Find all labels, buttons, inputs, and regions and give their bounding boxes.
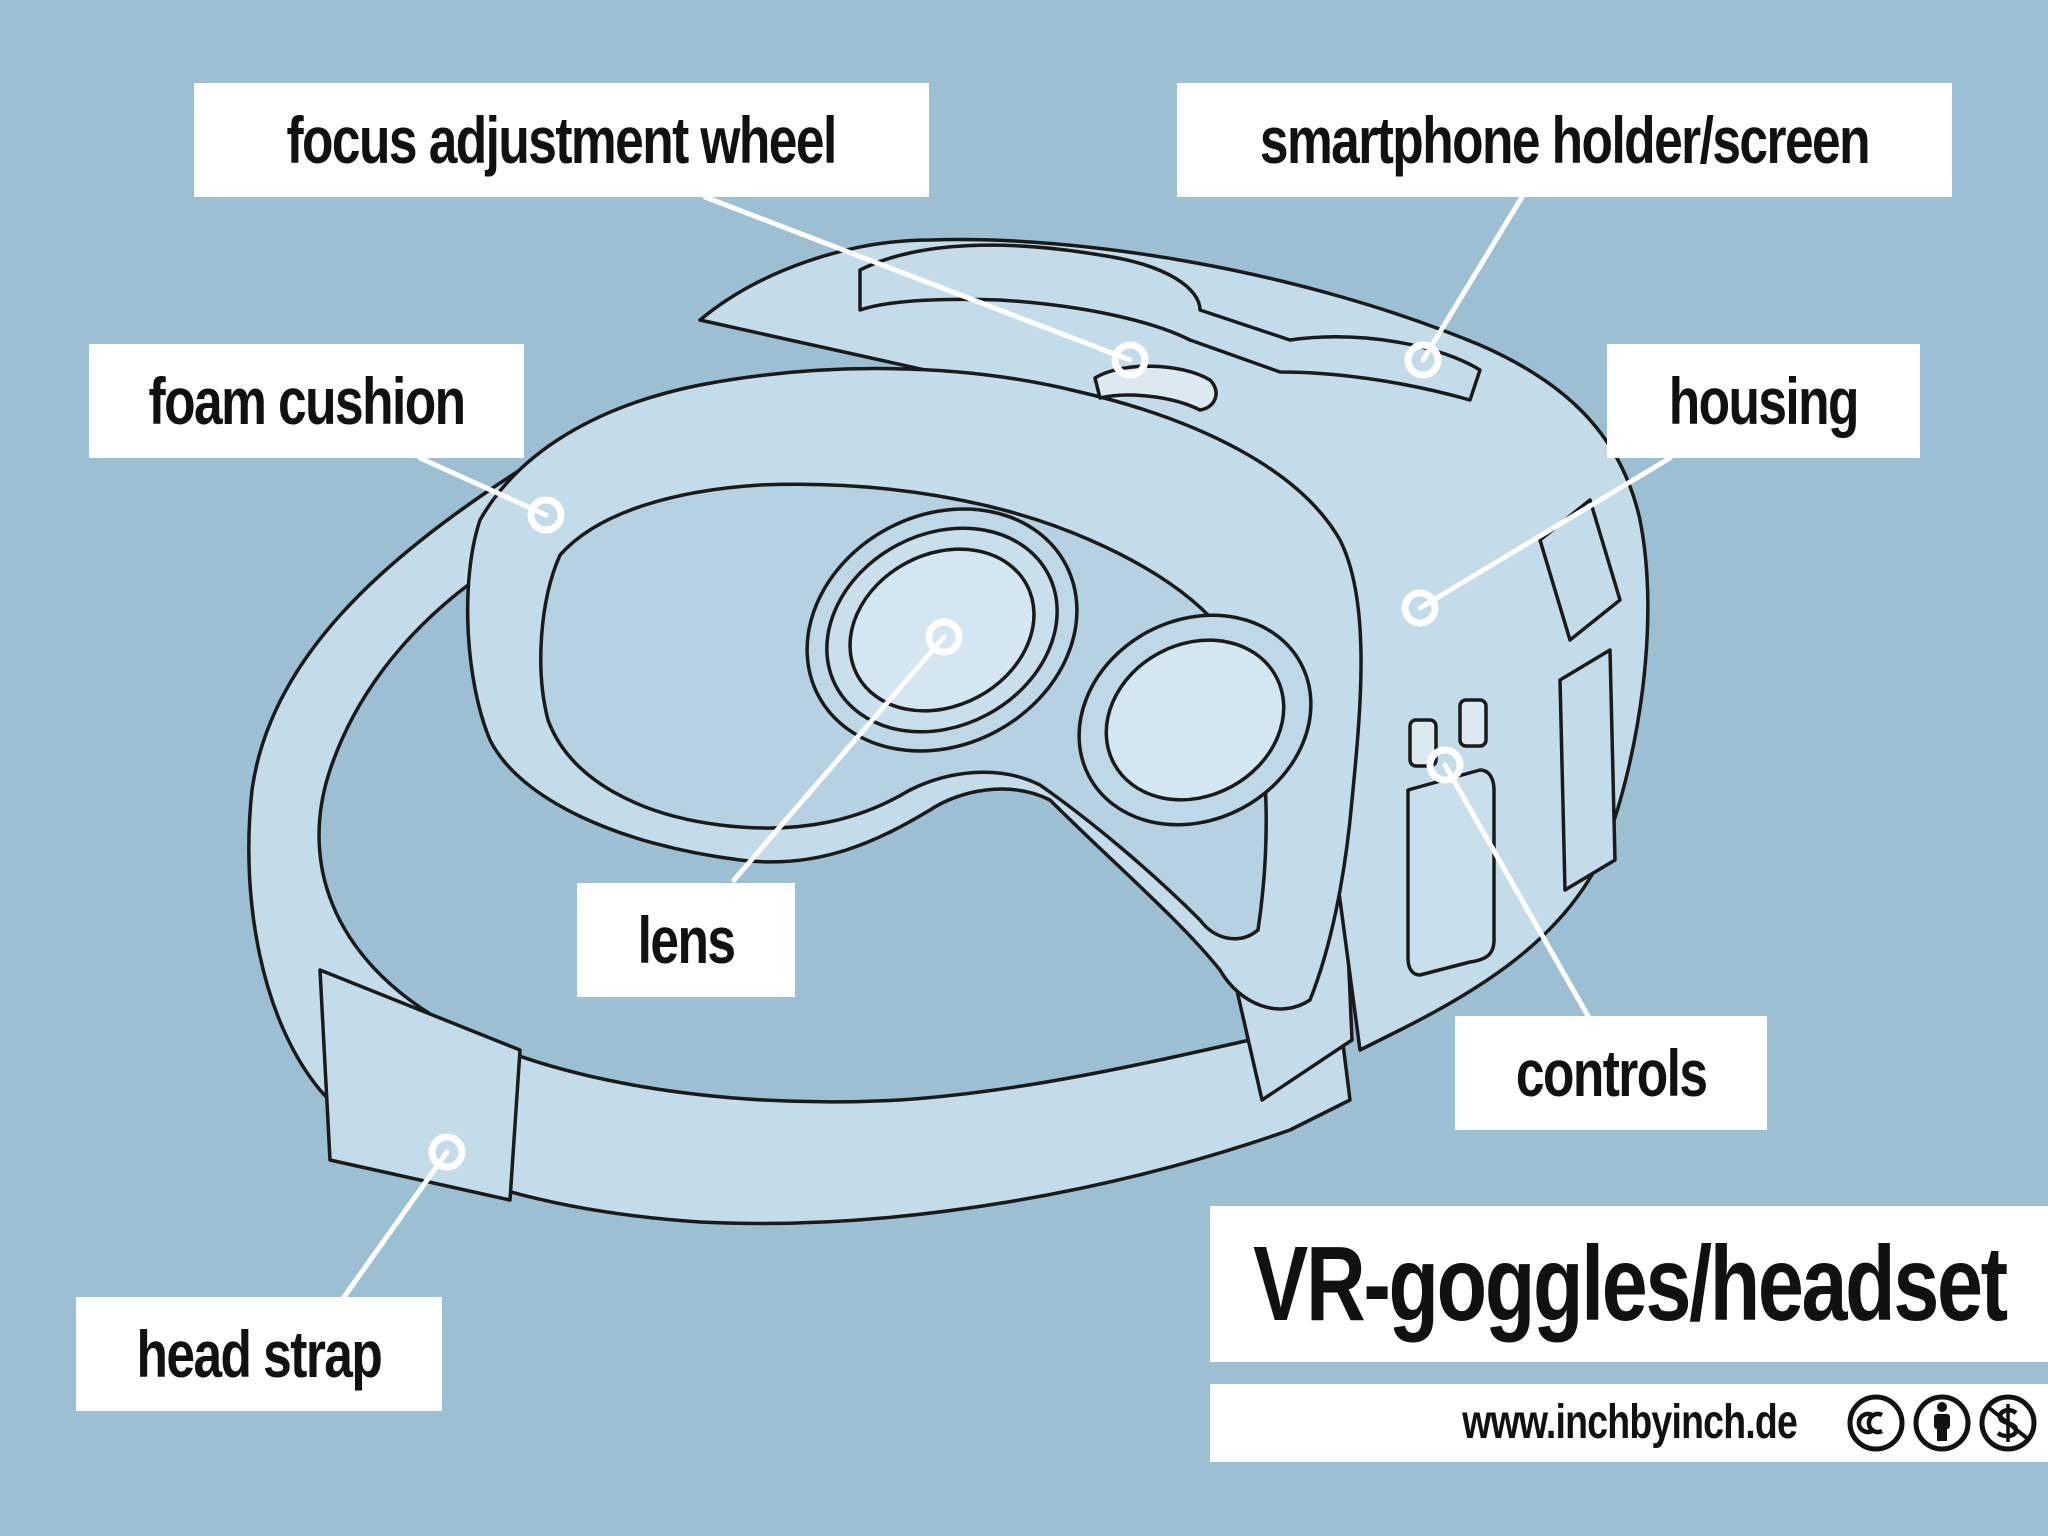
label-smartphone-holder-screen: smartphone holder/screen [1177,83,1952,197]
housing-side-panel-2 [1558,648,1617,892]
marker-head-strap [428,1133,466,1171]
non-commercial-icon [1979,1394,2037,1452]
label-text: head strap [136,1317,383,1391]
label-text: lens [637,903,736,977]
marker-focus-wheel [1111,341,1149,379]
label-housing: housing [1607,344,1920,458]
marker-controls [1426,746,1464,784]
left-lens-glass [848,547,1036,713]
credit-box [1210,1384,2048,1462]
control-up-button [1408,718,1438,768]
leader-smartphone-holder [1420,194,1525,363]
label-text: focus adjustment wheel [286,103,838,177]
label-foam-cushion: foam cushion [89,344,524,458]
credit-text: www.inchbyinch.de [1462,1395,1799,1449]
marker-foam-cushion [527,496,565,534]
control-touchpad [1406,768,1496,977]
license-icons [1847,1394,2037,1452]
marker-housing [1401,589,1439,627]
vr-headset-illustration [247,237,1650,1226]
head-strap-shape [247,468,1352,1226]
creative-commons-icon [1847,1394,1905,1452]
control-down-button [1458,698,1488,748]
marker-smartphone-holder [1404,341,1442,379]
leader-head-strap [341,1149,450,1300]
marker-lens [925,618,963,656]
label-text: housing [1668,364,1860,438]
title-box: VR-goggles/headset [1210,1206,2048,1362]
leader-lines [341,194,1673,1300]
part-markers [428,341,1464,1171]
label-text: smartphone holder/screen [1259,103,1871,177]
leader-focus-wheel [702,194,1133,363]
credit-link[interactable]: www.inchbyinch.de [1430,1392,1830,1452]
attribution-icon [1913,1394,1971,1452]
leader-foam-cushion [417,455,549,518]
right-lens-glass [1104,638,1286,802]
leader-controls [1442,762,1591,1019]
label-text: foam cushion [148,364,466,438]
smartphone-holder-shape [858,243,1482,402]
leader-housing [1417,455,1673,611]
label-lens: lens [577,883,795,997]
page-title: VR-goggles/headset [1252,1224,2008,1343]
label-text: controls [1515,1036,1708,1110]
leader-lens [731,634,947,883]
label-head-strap: head strap [76,1297,442,1411]
strap-buckle-pad [318,968,522,1202]
label-controls: controls [1455,1016,1767,1130]
label-focus-adjustment-wheel: focus adjustment wheel [194,83,929,197]
